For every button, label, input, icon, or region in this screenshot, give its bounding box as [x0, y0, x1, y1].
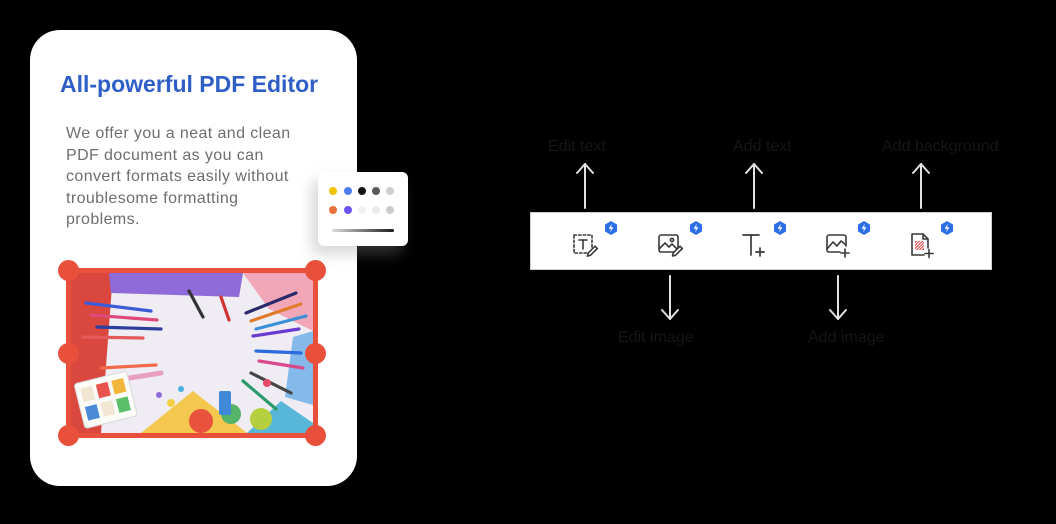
pencil [254, 349, 303, 355]
paint-cup [189, 409, 213, 433]
edit-text-button[interactable] [565, 221, 617, 265]
description-line: We offer you a neat and clean [66, 125, 291, 142]
arrow-down-icon [829, 275, 847, 320]
paint-palette [74, 371, 138, 429]
pencil [89, 313, 159, 322]
label-add-background: Add background [882, 138, 999, 155]
glue-stick [219, 391, 231, 415]
edit-text-icon [573, 234, 599, 258]
resize-handle-middle-right[interactable] [305, 342, 326, 364]
paint-pan [111, 377, 127, 395]
confetti [156, 392, 162, 398]
lightning-badge-icon [774, 221, 786, 235]
color-swatch[interactable] [329, 187, 337, 195]
label-add-image: Add image [808, 329, 885, 346]
paint-cup [250, 408, 272, 430]
color-swatch[interactable] [358, 206, 366, 214]
label-edit-image: Edit image [618, 329, 694, 346]
confetti [178, 386, 184, 392]
add-background-button[interactable] [901, 221, 953, 265]
pencil [257, 359, 305, 370]
confetti [263, 379, 271, 387]
description-line: troublesome formatting [66, 189, 239, 207]
lightning-badge-icon [690, 221, 702, 235]
pencil [187, 289, 205, 319]
art-supplies [156, 379, 272, 433]
paint-pan [95, 381, 111, 399]
label-add-text: Add text [733, 138, 792, 155]
edit-image-icon [658, 234, 684, 257]
confetti [167, 399, 175, 407]
color-swatch[interactable] [329, 206, 337, 214]
pencil [251, 327, 301, 338]
lightning-badge-icon [858, 221, 870, 235]
paint-pan [100, 400, 116, 417]
edit-image-button[interactable] [650, 221, 702, 265]
pencil [84, 301, 153, 313]
opacity-slider[interactable] [332, 229, 394, 232]
feature-card: All-powerful PDF Editor We offer you a n… [30, 30, 357, 486]
image-selection-frame[interactable] [58, 260, 326, 446]
pencil [249, 302, 303, 323]
artwork-image [71, 273, 313, 433]
color-swatch[interactable] [386, 187, 394, 195]
label-edit-text: Edit text [548, 138, 606, 155]
add-image-button[interactable] [818, 221, 870, 265]
paint-pan [115, 396, 131, 413]
lightning-badge-icon [941, 221, 953, 235]
arrow-up-icon [912, 163, 930, 209]
color-swatch[interactable] [372, 206, 380, 214]
color-swatch[interactable] [386, 206, 394, 214]
card-description: We offer you a neat and clean PDF docume… [66, 123, 291, 231]
lightning-badge-icon [605, 221, 617, 235]
resize-handle-top-left[interactable] [58, 260, 79, 281]
pencil [219, 295, 231, 322]
add-background-icon [911, 233, 934, 259]
color-swatch[interactable] [344, 187, 352, 195]
add-text-button[interactable] [734, 221, 786, 265]
resize-handle-bottom-right[interactable] [305, 425, 326, 446]
color-swatch[interactable] [344, 206, 352, 214]
description-line: convert formats easily without [66, 168, 289, 185]
color-swatch[interactable] [358, 187, 366, 195]
arrow-up-icon [745, 163, 763, 209]
pencil [244, 291, 298, 315]
pencil [241, 379, 278, 411]
description-line: problems. [66, 211, 140, 228]
pencil [99, 363, 158, 370]
description-line: PDF document as you can [66, 146, 264, 164]
color-palette-popup [318, 172, 408, 246]
arrow-down-icon [661, 275, 679, 320]
add-text-icon [742, 234, 765, 257]
resize-handle-middle-left[interactable] [58, 342, 79, 364]
purple-paper [109, 273, 243, 297]
paint-pan [80, 385, 96, 403]
colored-pencils [81, 289, 308, 411]
resize-handle-bottom-left[interactable] [58, 425, 79, 446]
pencil [254, 314, 308, 331]
resize-handle-top-right[interactable] [305, 260, 326, 281]
pink-paper [243, 273, 313, 331]
color-swatch[interactable] [372, 187, 380, 195]
edit-toolbar [530, 212, 992, 270]
arrow-up-icon [576, 163, 594, 209]
add-image-icon [826, 234, 850, 258]
paint-pan [84, 404, 100, 421]
pencil [95, 325, 163, 331]
card-title: All-powerful PDF Editor [60, 71, 319, 97]
pencil [81, 335, 145, 340]
